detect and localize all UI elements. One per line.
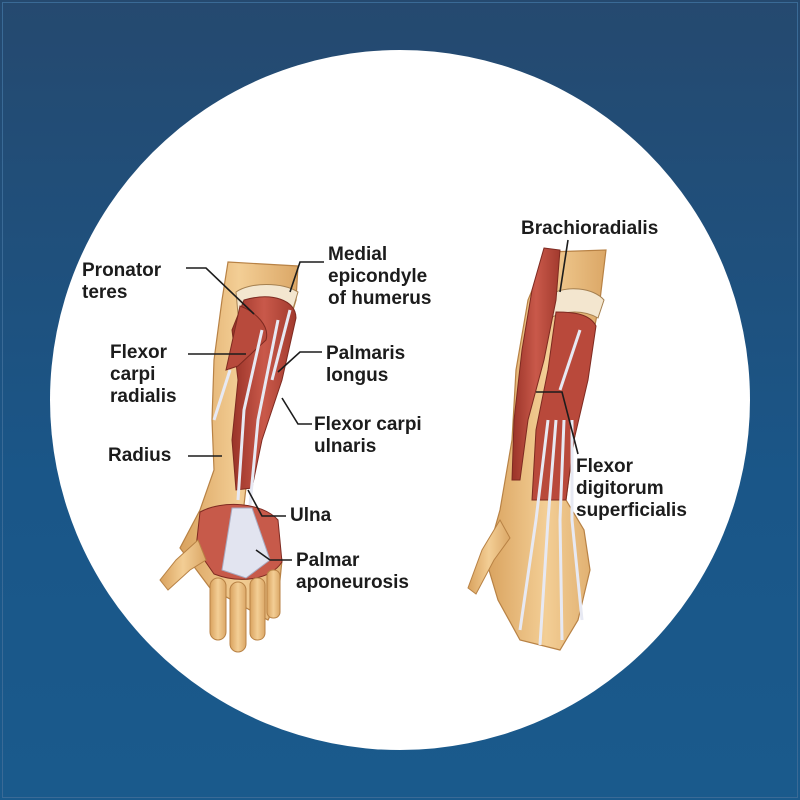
label-flexor-carpi-ulnaris: Flexor carpi ulnaris [314, 414, 422, 458]
label-ulna: Ulna [290, 505, 331, 527]
left-forearm [160, 262, 298, 652]
label-palmar-aponeurosis: Palmar aponeurosis [296, 550, 409, 594]
label-brachioradialis: Brachioradialis [521, 218, 658, 240]
label-flexor-digitorum-superficialis: Flexor digitorum superficialis [576, 456, 687, 522]
label-radius: Radius [108, 445, 171, 467]
label-flexor-carpi-radialis: Flexor carpi radialis [110, 342, 177, 408]
label-medial-epicondyle: Medial epicondyle of humerus [328, 244, 431, 310]
label-palmaris-longus: Palmaris longus [326, 343, 405, 387]
right-forearm [468, 248, 606, 650]
label-pronator-teres: Pronator teres [82, 260, 161, 304]
